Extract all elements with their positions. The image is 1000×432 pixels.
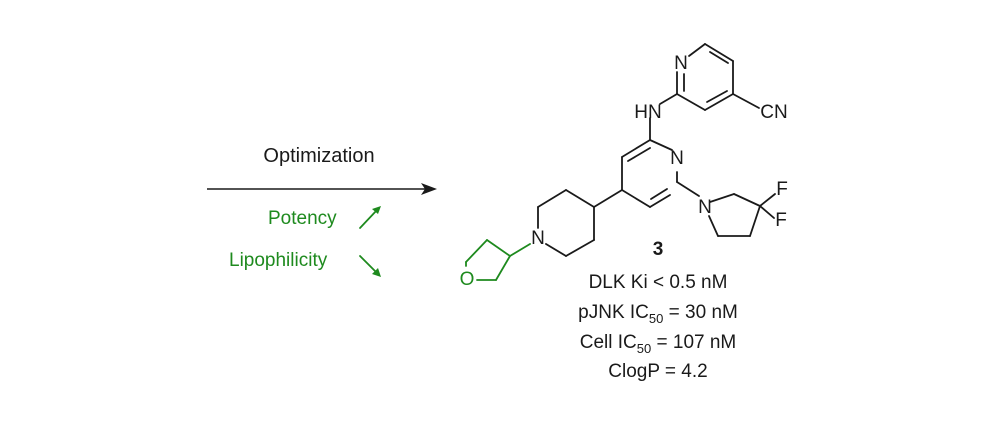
- lipophilicity-note: Lipophilicity: [229, 250, 328, 271]
- cyanopyridine-ring: [676, 43, 760, 111]
- core-pyridine-n-label: N: [670, 148, 684, 169]
- nitrile-label: CN: [760, 102, 787, 123]
- pyrrolidine-n-label: N: [698, 197, 712, 218]
- pyridine-n-label: N: [674, 53, 688, 74]
- fluorine-1-label: F: [776, 179, 788, 200]
- property-pjnk-ic50: pJNK IC50 = 30 nM: [578, 302, 738, 326]
- property-cell-ic50: Cell IC50 = 107 nM: [580, 332, 737, 356]
- property-clogp: ClogP = 4.2: [608, 361, 707, 382]
- property-dlk-ki: DLK Ki < 0.5 nM: [589, 272, 728, 293]
- trend-down-arrow-icon: [359, 255, 381, 277]
- reaction-arrow-group: Optimization Potency Lipophilicity: [207, 145, 437, 277]
- difluoropyrrolidine-ring: [676, 181, 776, 237]
- molecule-structure: [465, 43, 776, 281]
- amine-nh-label: HN: [634, 102, 661, 123]
- compound-properties: 3 DLK Ki < 0.5 nM pJNK IC50 = 30 nM Cell…: [578, 239, 738, 382]
- piperidine-n-label: N: [531, 228, 545, 249]
- compound-number: 3: [653, 239, 664, 260]
- oxetane-ring: [465, 239, 531, 281]
- atom-labels: N HN CN N N F F N O: [460, 53, 788, 290]
- trend-up-arrow-icon: [359, 206, 381, 229]
- piperidine-ring: [537, 189, 623, 257]
- reaction-arrow-head: [421, 183, 437, 195]
- amine-bond: [659, 93, 678, 105]
- oxetane-o-label: O: [460, 269, 475, 290]
- potency-note: Potency: [268, 208, 337, 229]
- arrow-label: Optimization: [263, 145, 374, 167]
- central-pyridine-ring: [621, 139, 678, 208]
- fluorine-2-label: F: [775, 210, 787, 231]
